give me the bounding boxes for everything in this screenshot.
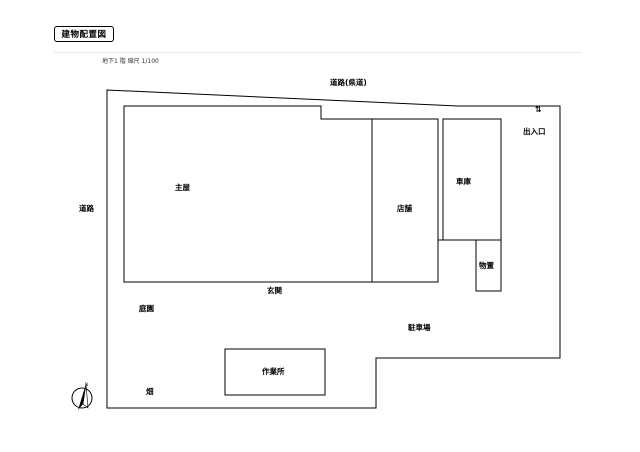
label-road-top: 道路(県道) [330,77,367,87]
main-house-outline [123,105,373,283]
shop-outline [371,118,439,283]
drawing-meta: 地下1 階 縮尺 1/100 [102,58,159,65]
workshop-outline [224,348,326,396]
header-divider [54,52,582,53]
storage-outline [475,239,502,292]
label-road-left: 道路 [79,203,94,213]
drawing-title: 建物配置図 [54,26,114,42]
garage-outline [442,118,502,241]
site-boundary [106,89,561,409]
label-foyer: 玄関 [267,285,282,295]
label-entrance-arrows: ⇅ [535,105,542,114]
label-storage: 物置 [479,260,494,270]
north-arrow-icon: N [71,382,93,410]
label-garden: 庭園 [139,303,154,313]
label-shop: 店舗 [397,203,412,213]
label-garage: 車庫 [456,176,471,186]
label-parking: 駐車場 [408,322,431,332]
svg-text:N: N [85,382,88,387]
label-main-house: 主屋 [175,182,190,192]
label-workshop: 作業所 [262,366,285,376]
label-entrance: 出入口 [523,126,546,136]
label-field: 畑 [145,386,154,396]
